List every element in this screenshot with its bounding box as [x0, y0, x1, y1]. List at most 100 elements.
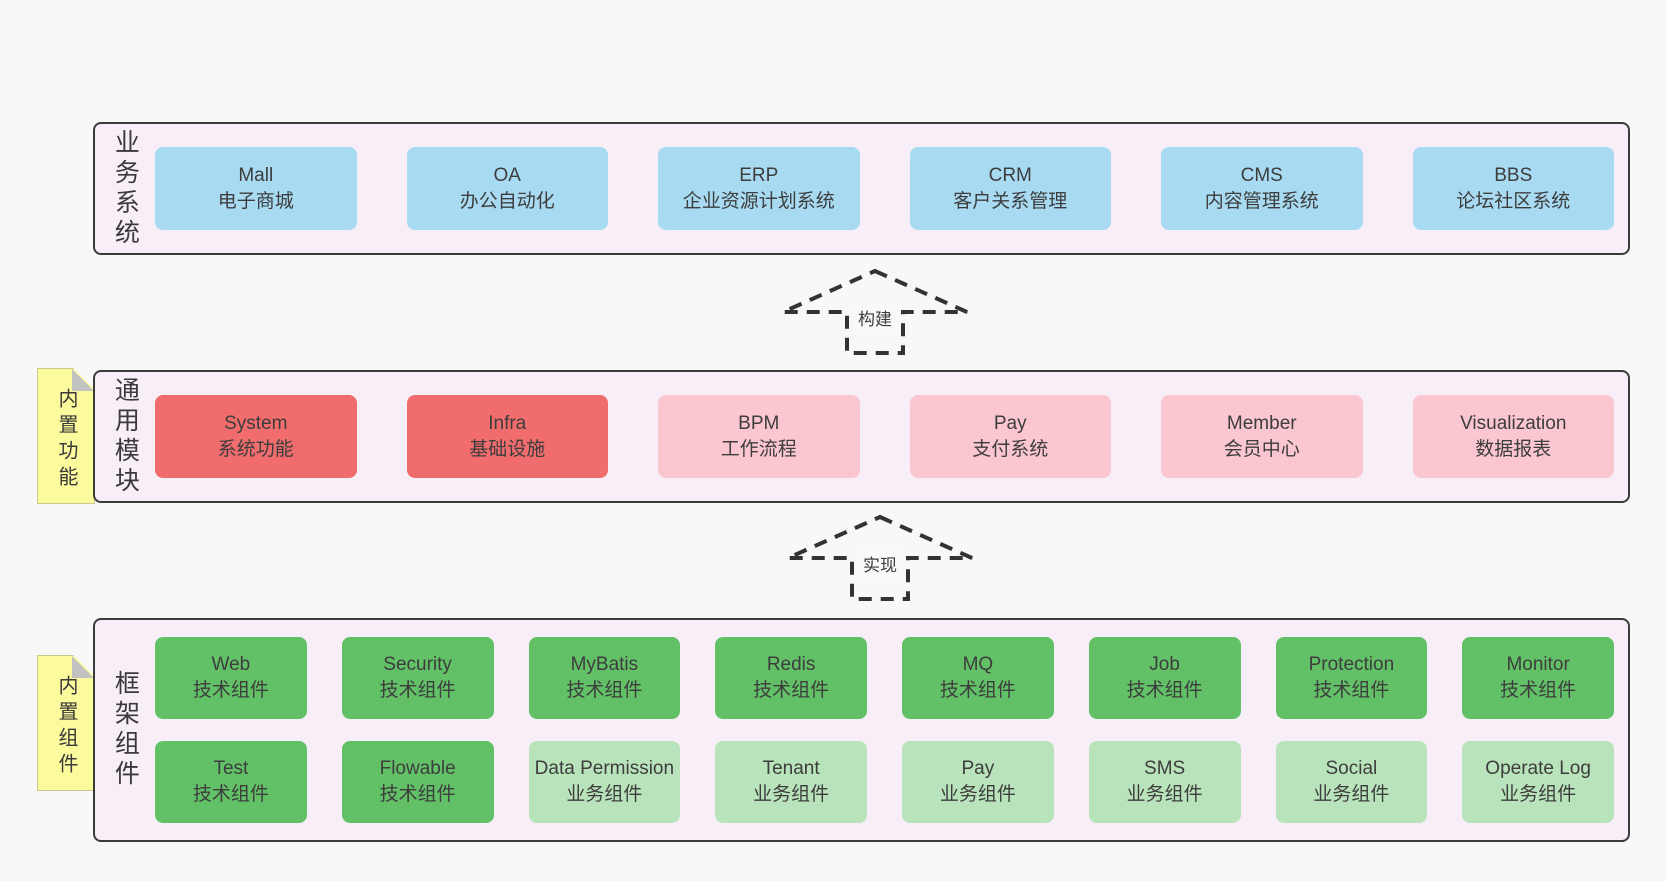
- box-name: Social: [1325, 758, 1378, 779]
- box-mq: MQ 技术组件: [902, 637, 1054, 719]
- arrow-implement: 实现: [785, 514, 975, 602]
- box-sms: SMS 业务组件: [1088, 741, 1241, 823]
- box-job: Job 技术组件: [1088, 637, 1241, 719]
- box-subtitle: 会员中心: [1223, 438, 1300, 460]
- box-security: Security 技术组件: [341, 637, 494, 719]
- box-name: Web: [211, 654, 251, 675]
- box-subtitle: 技术组件: [939, 680, 1016, 701]
- box-cms: CMS 内容管理系统: [1161, 147, 1363, 230]
- box-subtitle: 内容管理系统: [1204, 190, 1319, 212]
- folded-corner-icon: [72, 656, 94, 678]
- box-subtitle: 技术组件: [192, 680, 269, 701]
- box-subtitle: 电子商城: [217, 190, 294, 212]
- box-subtitle: 技术组件: [1126, 680, 1203, 701]
- box-mybatis: MyBatis 技术组件: [528, 637, 681, 719]
- box-name: Member: [1226, 412, 1297, 434]
- box-row: Test 技术组件 Flowable 技术组件 Data Permission …: [155, 741, 1614, 823]
- box-name: ERP: [739, 164, 779, 186]
- box-subtitle: 论坛社区系统: [1456, 190, 1571, 212]
- box-member: Member 会员中心: [1161, 395, 1363, 478]
- box-system: System 系统功能: [155, 395, 357, 478]
- box-name: CMS: [1240, 164, 1283, 186]
- folded-corner-icon: [72, 369, 94, 391]
- up-arrow-icon: [782, 268, 968, 355]
- up-arrow-icon: [787, 514, 973, 601]
- box-test: Test 技术组件: [155, 741, 307, 823]
- box-name: Pay: [993, 412, 1027, 434]
- box-operate-log: Operate Log 业务组件: [1462, 741, 1614, 823]
- box-name: System: [224, 412, 288, 434]
- box-name: Operate Log: [1485, 758, 1591, 779]
- arrow-build: 构建: [780, 268, 970, 356]
- box-name: Job: [1149, 654, 1180, 675]
- box-rows: Web 技术组件 Security 技术组件 MyBatis 技术组件 Redi…: [155, 637, 1614, 823]
- box-bbs: BBS 论坛社区系统: [1412, 147, 1614, 230]
- box-name: Infra: [488, 412, 527, 434]
- layer-business-systems: 业务系统 Mall 电子商城 OA 办公自动化 ERP 企业资源计划系统 CRM…: [93, 122, 1630, 255]
- box-subtitle: 数据报表: [1475, 438, 1552, 460]
- box-subtitle: 基础设施: [469, 438, 546, 460]
- box-name: MQ: [962, 654, 994, 675]
- box-subtitle: 企业资源计划系统: [682, 190, 835, 212]
- box-subtitle: 支付系统: [972, 438, 1049, 460]
- box-monitor: Monitor 技术组件: [1462, 637, 1614, 719]
- box-row: Mall 电子商城 OA 办公自动化 ERP 企业资源计划系统 CRM 客户关系…: [155, 147, 1614, 230]
- box-subtitle: 业务组件: [1313, 784, 1390, 805]
- box-name: BBS: [1494, 164, 1533, 186]
- box-pay-system: Pay 支付系统: [909, 395, 1111, 478]
- box-social: Social 业务组件: [1275, 741, 1428, 823]
- box-visualization: Visualization 数据报表: [1412, 395, 1614, 478]
- box-subtitle: 业务组件: [939, 784, 1016, 805]
- box-subtitle: 技术组件: [1313, 680, 1390, 701]
- sticky-note-label: 内置功能: [55, 388, 77, 492]
- sticky-note-label: 内置组件: [55, 675, 77, 779]
- box-mall: Mall 电子商城: [155, 147, 357, 230]
- box-subtitle: 办公自动化: [459, 190, 555, 212]
- box-name: Security: [383, 654, 452, 675]
- box-redis: Redis 技术组件: [715, 637, 867, 719]
- box-subtitle: 技术组件: [1500, 680, 1577, 701]
- box-name: SMS: [1144, 758, 1186, 779]
- box-subtitle: 业务组件: [1500, 784, 1577, 805]
- box-tenant: Tenant 业务组件: [715, 741, 867, 823]
- box-erp: ERP 企业资源计划系统: [658, 147, 860, 230]
- box-subtitle: 工作流程: [720, 438, 797, 460]
- layer-framework-components: 框架组件 Web 技术组件 Security 技术组件 MyBatis 技术组件…: [93, 618, 1630, 842]
- box-crm: CRM 客户关系管理: [909, 147, 1111, 230]
- box-name: CRM: [988, 164, 1032, 186]
- box-name: Test: [213, 758, 249, 779]
- arrow-label: 构建: [853, 304, 897, 331]
- box-subtitle: 技术组件: [379, 784, 456, 805]
- box-name: Protection: [1308, 654, 1395, 675]
- box-subtitle: 系统功能: [217, 438, 294, 460]
- layer-common-modules: 通用模块 System 系统功能 Infra 基础设施 BPM 工作流程 Pay…: [93, 370, 1630, 503]
- box-name: Mall: [238, 164, 274, 186]
- sticky-note-built-in-components: 内置组件: [37, 655, 95, 791]
- box-data-permission: Data Permission 业务组件: [528, 741, 681, 823]
- box-name: Monitor: [1506, 654, 1570, 675]
- box-subtitle: 技术组件: [379, 680, 456, 701]
- box-bpm: BPM 工作流程: [658, 395, 860, 478]
- box-row: System 系统功能 Infra 基础设施 BPM 工作流程 Pay 支付系统…: [155, 395, 1614, 478]
- box-name: OA: [493, 164, 521, 186]
- box-subtitle: 技术组件: [192, 784, 269, 805]
- box-subtitle: 业务组件: [1126, 784, 1203, 805]
- sticky-note-built-in-features: 内置功能: [37, 368, 95, 504]
- box-name: Tenant: [762, 758, 820, 779]
- box-name: Visualization: [1460, 412, 1567, 434]
- box-flowable: Flowable 技术组件: [341, 741, 494, 823]
- box-subtitle: 业务组件: [753, 784, 830, 805]
- layer-label: 业务系统: [111, 128, 140, 249]
- box-name: Redis: [766, 654, 816, 675]
- box-row: Web 技术组件 Security 技术组件 MyBatis 技术组件 Redi…: [155, 637, 1614, 719]
- box-protection: Protection 技术组件: [1275, 637, 1428, 719]
- box-subtitle: 客户关系管理: [953, 190, 1068, 212]
- box-oa: OA 办公自动化: [406, 147, 608, 230]
- box-web: Web 技术组件: [155, 637, 307, 719]
- box-name: Flowable: [379, 758, 456, 779]
- box-name: BPM: [738, 412, 780, 434]
- box-subtitle: 技术组件: [753, 680, 830, 701]
- arrow-label: 实现: [858, 550, 902, 577]
- box-infra: Infra 基础设施: [406, 395, 608, 478]
